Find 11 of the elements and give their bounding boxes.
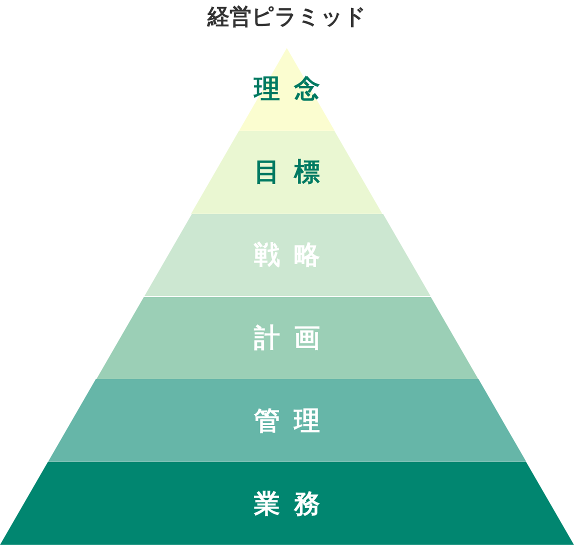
tier-label: 管理 — [254, 405, 334, 438]
tier-label: 業務 — [254, 488, 334, 522]
tier-label: 計画 — [254, 322, 334, 356]
pyramid-tier — [191, 130, 383, 214]
pyramid-tier — [48, 379, 526, 462]
pyramid-tier — [96, 296, 478, 380]
pyramid-tier — [0, 462, 574, 545]
tier-label: 理念 — [254, 74, 334, 107]
tier-label: 目標 — [254, 156, 334, 190]
pyramid-tier — [144, 214, 430, 296]
diagram-title: 経営ピラミッド — [206, 4, 368, 32]
